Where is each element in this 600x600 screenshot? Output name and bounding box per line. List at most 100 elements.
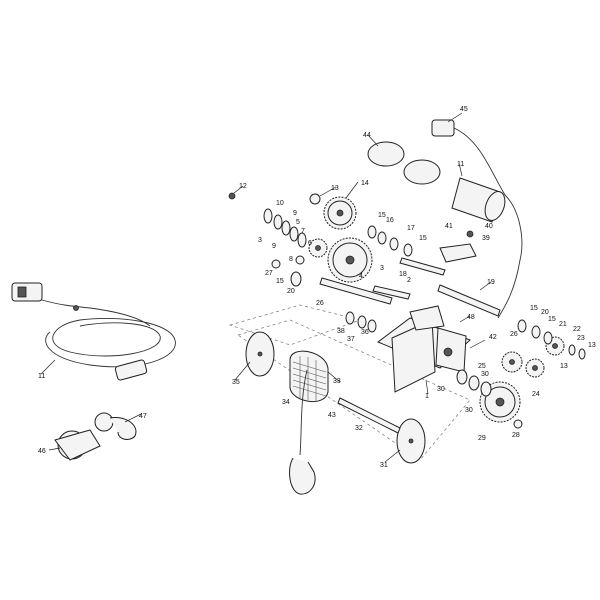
callout-labels: 1 2 3 3 4 5 6 7 8 9 9 10 11 11 12 13 13 … <box>38 106 596 469</box>
callout-30c: 30 <box>481 371 489 378</box>
remote-switch <box>17 286 27 298</box>
remote-handset <box>11 282 43 302</box>
callout-48: 48 <box>467 314 475 321</box>
callout-4: 4 <box>359 273 363 280</box>
callout-14: 14 <box>361 180 369 187</box>
remote-control-assembly <box>11 282 176 381</box>
callout-23: 23 <box>577 335 585 342</box>
callout-46: 46 <box>38 448 46 455</box>
cable-drum-body <box>289 350 329 402</box>
callout-43: 43 <box>328 412 336 419</box>
right-gear-stack <box>456 319 586 429</box>
leader-arrows <box>40 112 492 463</box>
cable-drum-assembly <box>245 331 426 495</box>
callout-7: 7 <box>301 228 305 235</box>
callout-39: 39 <box>482 235 490 242</box>
drive-shaft-26 <box>319 277 393 305</box>
callout-17: 17 <box>407 225 415 232</box>
hose-clamp-44-b <box>403 159 441 185</box>
callout-12: 12 <box>239 183 247 190</box>
callout-45: 45 <box>460 106 468 113</box>
callout-3: 3 <box>380 265 384 272</box>
snatch-block-plate <box>54 429 101 461</box>
callout-13c: 13 <box>588 342 596 349</box>
callout-26b: 26 <box>510 331 518 338</box>
drum-flange-right-hole <box>408 438 414 444</box>
mounting-bracket-39 <box>439 243 477 263</box>
large-gear <box>327 237 373 283</box>
motor-power-wire <box>453 127 523 319</box>
callout-25: 25 <box>478 363 486 370</box>
shaft-19 <box>437 284 501 317</box>
washer-stack-right <box>367 225 413 257</box>
planet-gear-b <box>525 358 545 378</box>
callout-32: 32 <box>355 425 363 432</box>
washer-group-36-38 <box>345 311 377 333</box>
hose-clamp-44-a <box>367 141 405 167</box>
planet-gear-a <box>501 351 523 373</box>
bearing-stack-30 <box>456 369 492 397</box>
callout-5: 5 <box>296 219 300 226</box>
washer-stack-far-right <box>517 319 586 360</box>
frame-bracket <box>409 305 445 331</box>
nut-13-upper <box>309 193 321 205</box>
callout-2: 2 <box>407 277 411 284</box>
callout-33: 33 <box>333 378 341 385</box>
pinion-gear-left <box>308 238 328 258</box>
nut-27 <box>271 259 281 269</box>
callout-30a: 30 <box>437 386 445 393</box>
callout-29: 29 <box>478 435 486 442</box>
nut-8 <box>295 255 305 265</box>
wire-rope-hook <box>289 457 316 495</box>
callout-21: 21 <box>559 321 567 328</box>
callout-9b: 9 <box>272 243 276 250</box>
callout-3b: 3 <box>258 237 262 244</box>
cable-drum-winding <box>292 356 327 402</box>
callout-20b: 20 <box>541 309 549 316</box>
callout-44: 44 <box>363 132 371 139</box>
drum-flange-left-hole <box>257 351 263 357</box>
drum-assembly-dashed-outline <box>237 319 471 461</box>
shaft-18 <box>399 257 446 276</box>
callout-1: 1 <box>425 393 429 400</box>
callout-13a: 13 <box>331 185 339 192</box>
callout-8: 8 <box>289 256 293 263</box>
callout-47: 47 <box>139 413 147 420</box>
winch-frame-assembly <box>377 305 471 393</box>
callout-38: 38 <box>337 328 345 335</box>
callout-24: 24 <box>532 391 540 398</box>
callout-19: 19 <box>487 279 495 286</box>
motor-end-cap <box>484 191 506 221</box>
callout-18: 18 <box>399 271 407 278</box>
worm-shaft-2 <box>372 285 411 300</box>
callout-37: 37 <box>347 336 355 343</box>
callout-35: 35 <box>232 379 240 386</box>
wire-rope <box>299 369 308 456</box>
motor-assembly <box>367 119 523 319</box>
callout-15c: 15 <box>419 235 427 242</box>
small-nut-12 <box>228 192 236 200</box>
upper-gear-train <box>228 192 501 317</box>
callout-40: 40 <box>485 223 493 230</box>
callout-28: 28 <box>512 432 520 439</box>
callout-42: 42 <box>489 334 497 341</box>
callout-20a: 20 <box>287 288 295 295</box>
callout-9: 9 <box>293 210 297 217</box>
drum-shaft <box>337 397 401 434</box>
callout-26a: 26 <box>316 300 324 307</box>
remote-plug <box>114 359 148 381</box>
hook-eye <box>94 412 114 432</box>
callout-41: 41 <box>445 223 453 230</box>
hook-body <box>109 416 137 440</box>
nut-28 <box>513 419 523 429</box>
frame-bearing-hole <box>443 347 453 357</box>
remote-cable-coil <box>45 318 176 368</box>
callout-11-motor: 11 <box>457 161 464 168</box>
ring-gear-29 <box>479 381 521 423</box>
snatch-block-assembly <box>54 412 137 461</box>
callout-15a: 15 <box>378 212 386 219</box>
callout-10: 10 <box>276 200 284 207</box>
bearing-20 <box>290 271 302 287</box>
callout-15d: 15 <box>530 305 538 312</box>
